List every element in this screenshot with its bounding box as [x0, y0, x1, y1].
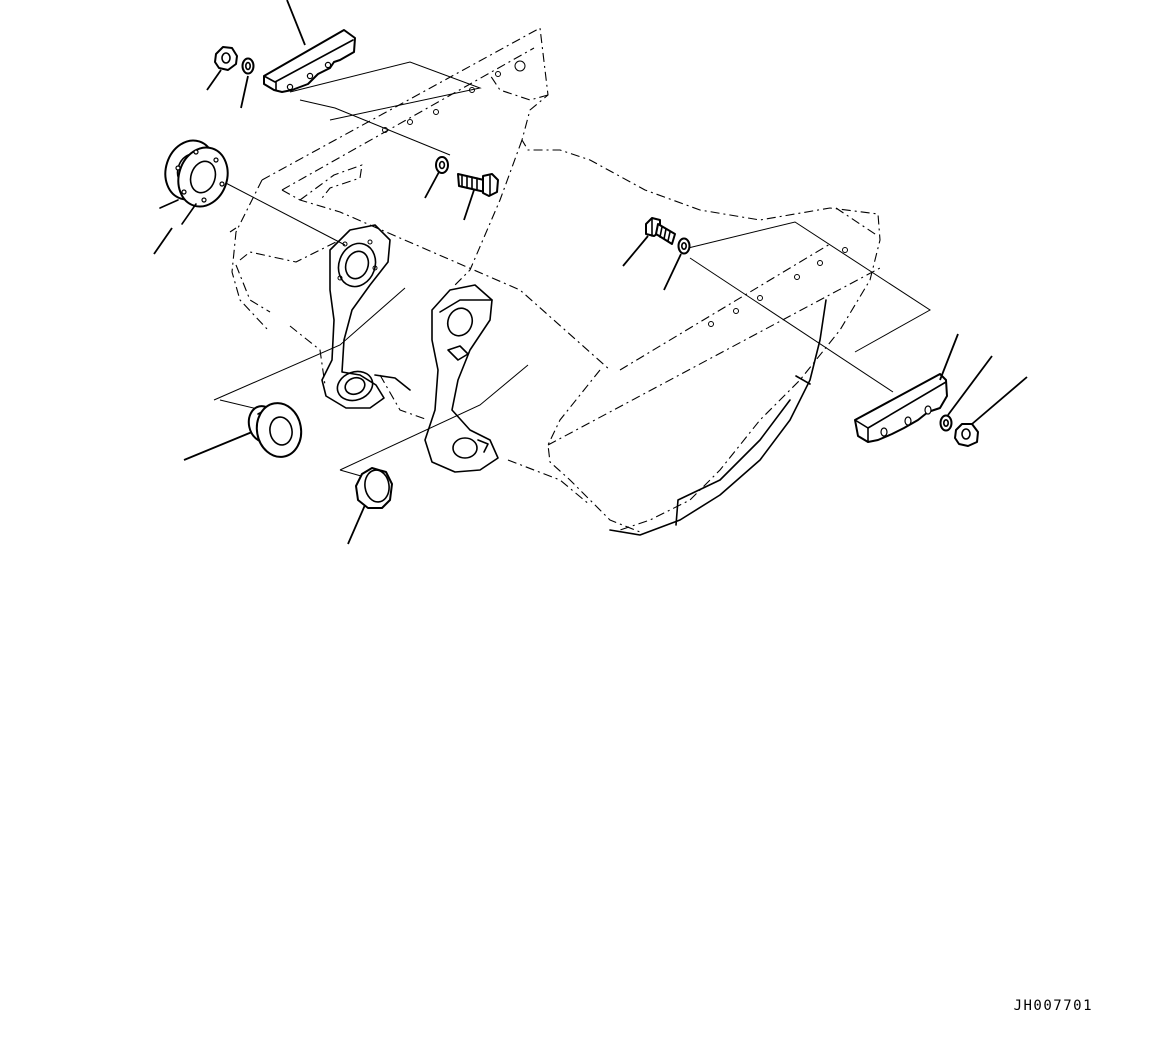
- leader-line: [939, 333, 959, 381]
- tooth-adapter-plate-icon: [263, 29, 356, 93]
- callout-leader-lines: [153, 0, 1028, 545]
- washer-icon: [677, 237, 691, 255]
- washer-icon: [435, 156, 449, 174]
- leader-line: [183, 431, 253, 461]
- leader-line: [424, 171, 440, 199]
- tooth-adapter-plate-icon: [854, 373, 948, 443]
- flanged-bushing-icon: [247, 402, 303, 458]
- bucket-bracket-left: [321, 224, 411, 409]
- leader-line: [240, 75, 249, 109]
- washer-icon: [241, 57, 255, 75]
- nut-icon: [954, 423, 979, 447]
- shim-flange-icon: [159, 139, 229, 225]
- leader-line: [153, 227, 173, 255]
- bushing-icon: [355, 467, 393, 509]
- assembly-alignment-lines: [213, 61, 931, 479]
- leader-line: [463, 189, 475, 221]
- bolt-icon: [457, 173, 499, 197]
- washer-icon: [939, 414, 953, 432]
- leader-line: [347, 504, 366, 545]
- bucket-bracket-right: [424, 284, 499, 473]
- bucket-body-outline: [229, 27, 881, 536]
- leader-line: [663, 253, 682, 291]
- leader-line: [971, 376, 1028, 425]
- nut-icon: [214, 46, 238, 71]
- leader-line: [206, 69, 222, 91]
- leader-line: [286, 0, 306, 46]
- bolt-icon: [645, 217, 676, 245]
- leader-line: [622, 235, 649, 267]
- leader-line: [947, 355, 993, 416]
- document-code: JH007701: [1013, 998, 1093, 1014]
